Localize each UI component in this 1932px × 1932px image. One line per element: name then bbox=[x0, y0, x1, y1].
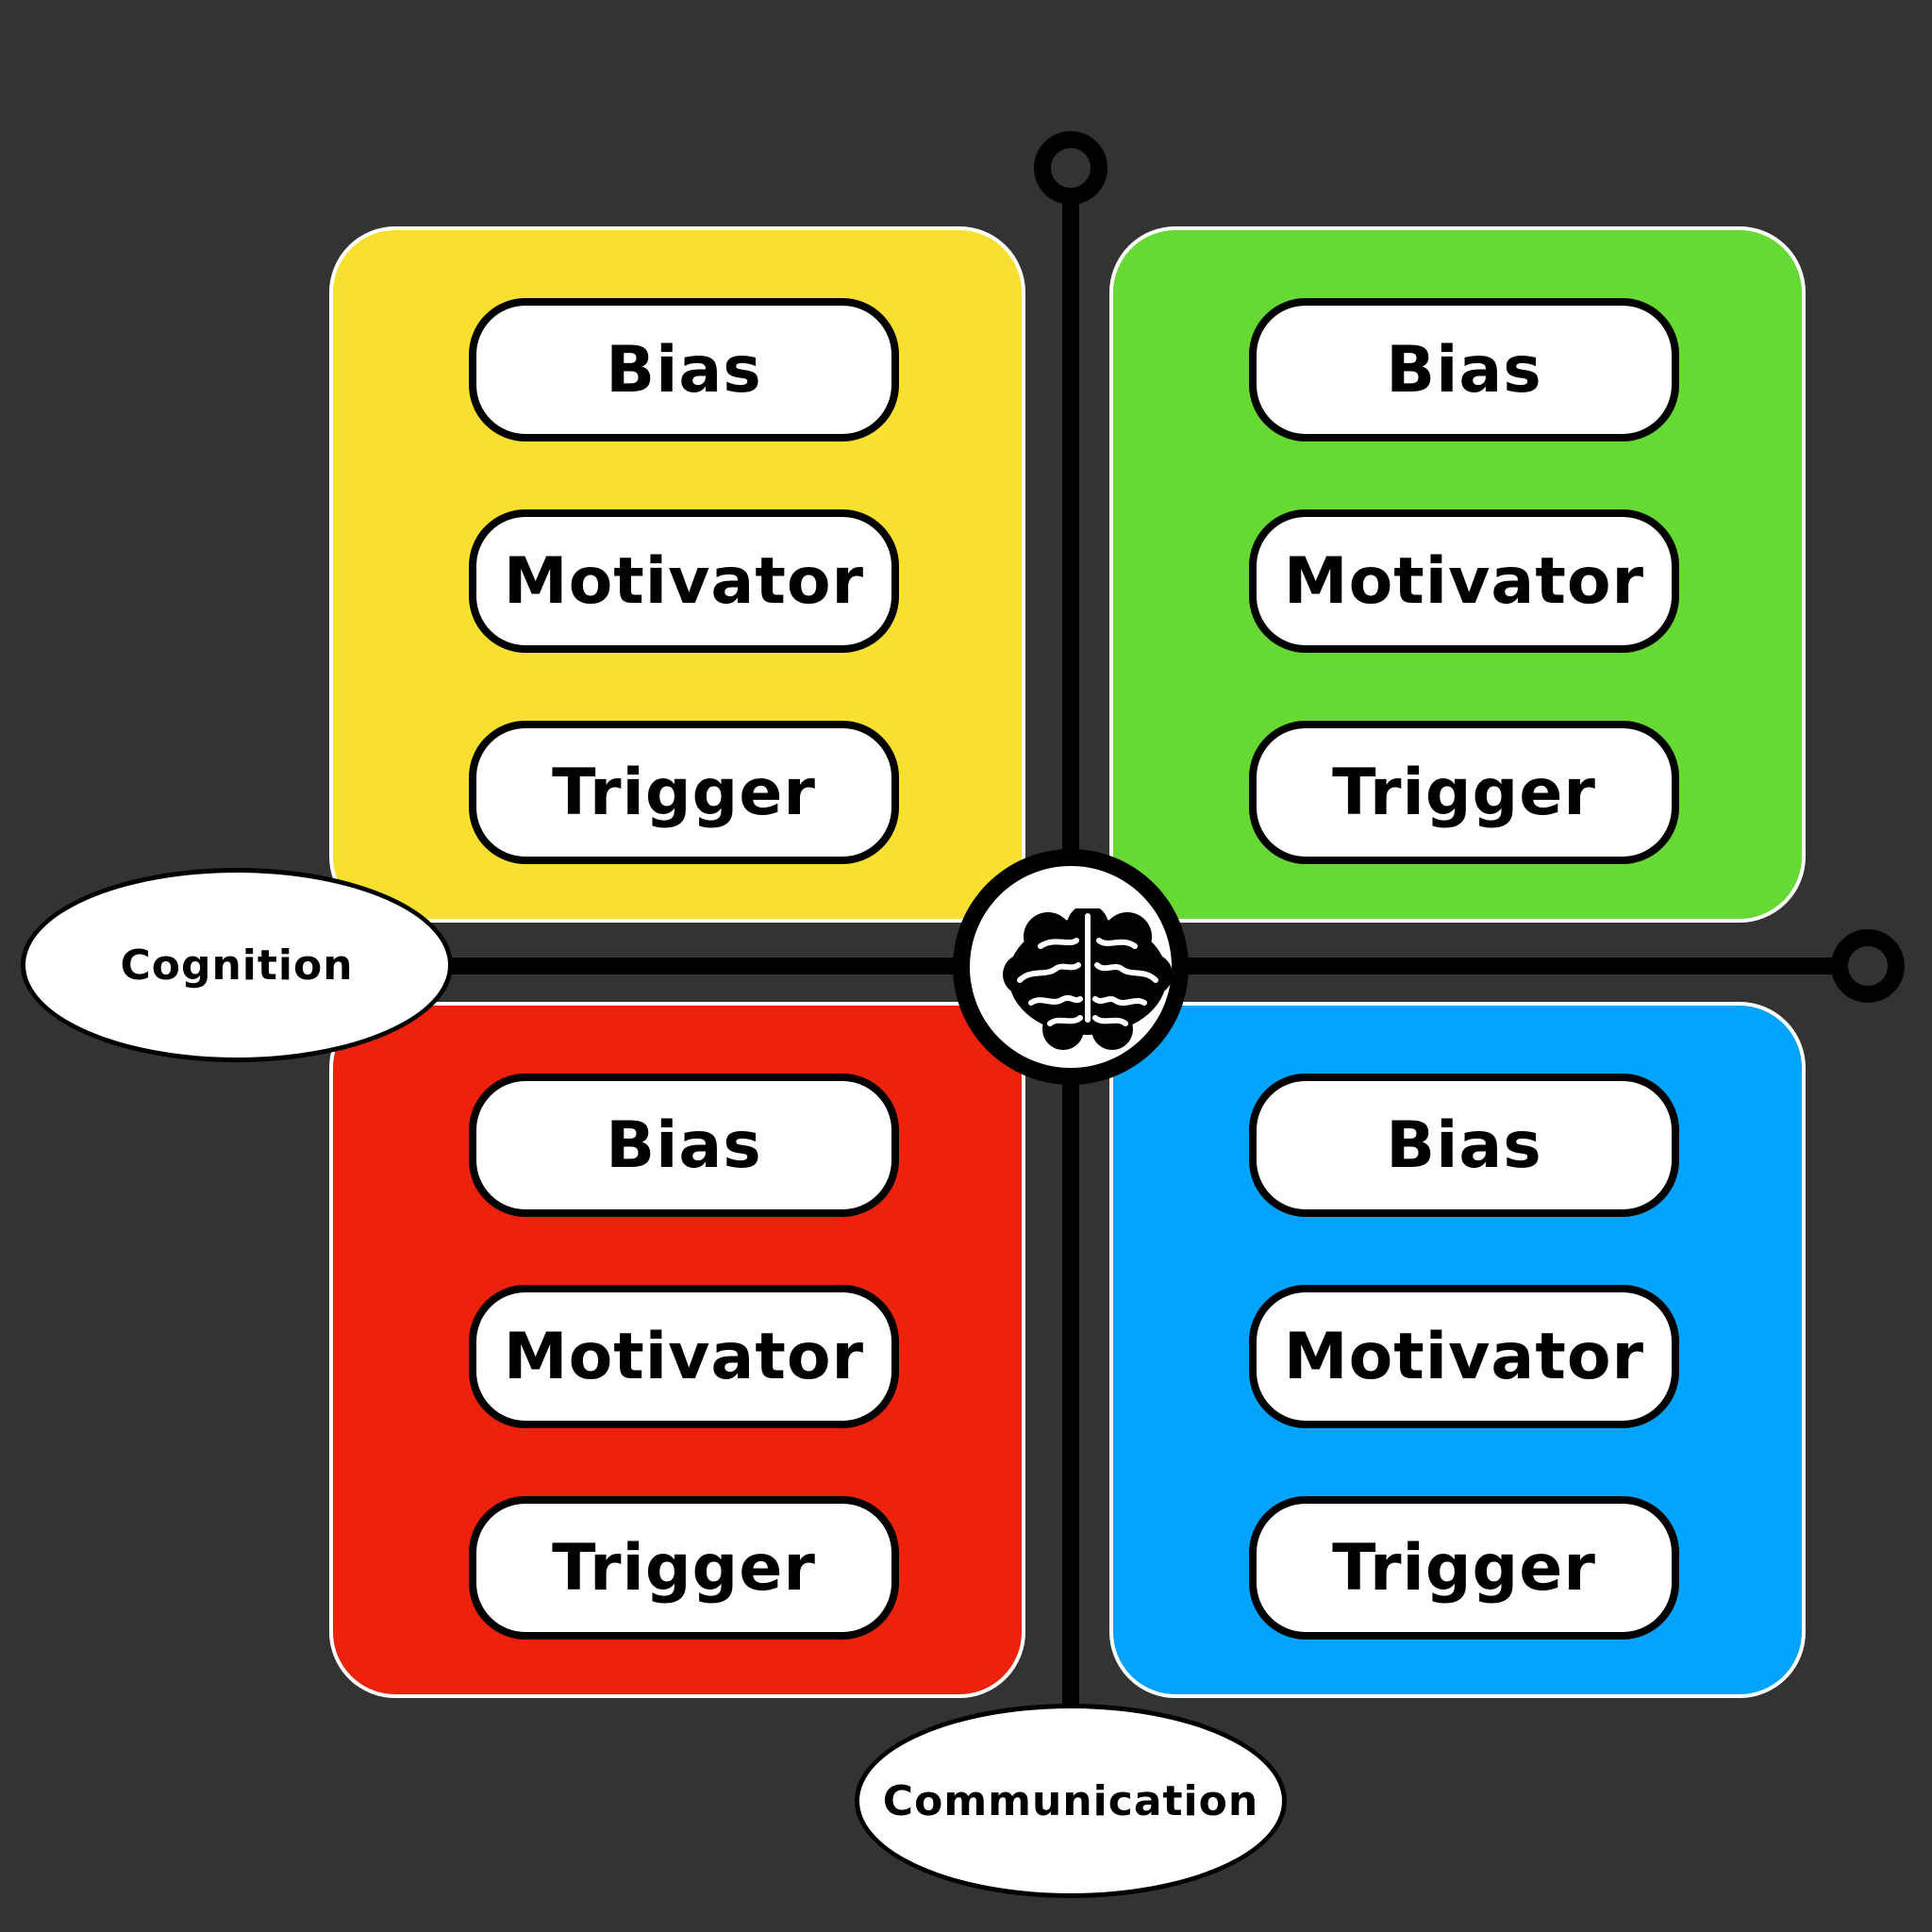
trigger-pill: Trigger bbox=[469, 721, 899, 864]
trigger-pill: Trigger bbox=[1249, 1496, 1679, 1640]
vertical-axis-end-node bbox=[1034, 131, 1108, 205]
quadrant-top-right: Bias Motivator Trigger bbox=[1109, 226, 1806, 923]
trigger-pill: Trigger bbox=[1249, 721, 1679, 864]
communication-axis-label: Communication bbox=[855, 1704, 1287, 1898]
bias-pill: Bias bbox=[1249, 298, 1679, 441]
center-hub bbox=[953, 849, 1189, 1085]
quadrant-bottom-right: Bias Motivator Trigger bbox=[1109, 1002, 1806, 1698]
quadrant-bottom-left: Bias Motivator Trigger bbox=[329, 1002, 1025, 1698]
motivator-pill: Motivator bbox=[1249, 1285, 1679, 1428]
brain-icon bbox=[1003, 908, 1173, 1050]
bias-pill: Bias bbox=[469, 1074, 899, 1217]
bias-pill: Bias bbox=[469, 298, 899, 441]
motivator-pill: Motivator bbox=[469, 509, 899, 653]
trigger-pill: Trigger bbox=[469, 1496, 899, 1640]
motivator-pill: Motivator bbox=[1249, 509, 1679, 653]
cognition-axis-label: Cognition bbox=[21, 868, 453, 1062]
horizontal-axis-end-node bbox=[1831, 929, 1905, 1003]
quadrant-top-left: Bias Motivator Trigger bbox=[329, 226, 1025, 923]
bias-pill: Bias bbox=[1249, 1074, 1679, 1217]
center-hub-inner bbox=[970, 866, 1173, 1068]
motivator-pill: Motivator bbox=[469, 1285, 899, 1428]
